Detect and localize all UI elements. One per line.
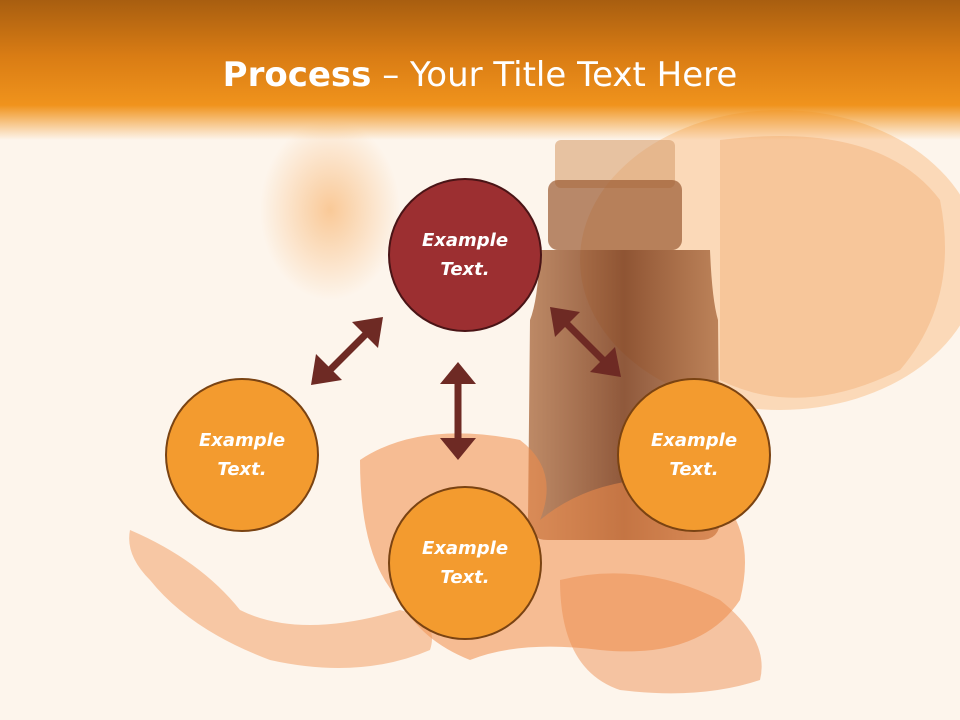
node-right: Example Text. [617,378,771,532]
node-bottom: Example Text. [388,486,542,640]
node-top: Example Text. [388,178,542,332]
title-separator: – [371,55,411,95]
title-bold: Process [222,55,372,95]
node-bottom-label: Example Text. [421,538,509,588]
slide-title: Process – Your Title Text Here [0,52,960,98]
node-top-label: Example Text. [421,230,509,280]
header-band [0,0,960,140]
node-left: Example Text. [165,378,319,532]
node-right-label: Example Text. [650,430,738,480]
node-left-label: Example Text. [198,430,286,480]
title-rest: Your Title Text Here [410,55,738,95]
